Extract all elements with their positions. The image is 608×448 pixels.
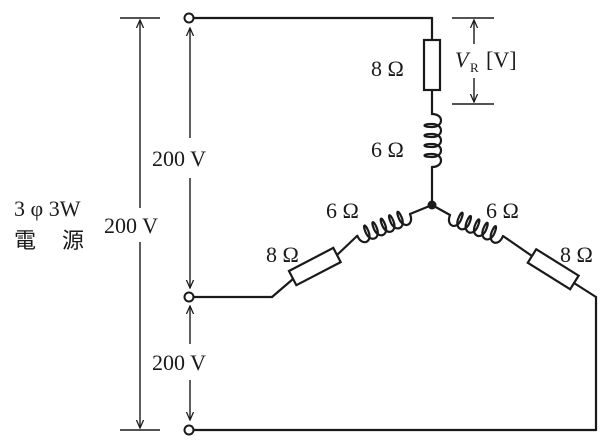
vr-unit: [V] [486,47,517,72]
source-char-gen: 源 [62,228,84,253]
vr-measure-arrow [452,17,494,105]
top-inductor-label: 6 Ω [371,137,404,162]
top-inductor [423,112,443,169]
source-voltage-label: 200 V [104,213,158,238]
lower-voltage-label: 200 V [152,350,206,375]
left-inductor [356,210,413,244]
right-branch [191,203,598,432]
vr-symbol: V [455,47,471,72]
right-inductor [447,211,504,244]
left-resistor-label: 8 Ω [266,242,299,267]
terminal-middle [183,291,195,303]
source-char-den: 電 [14,228,36,253]
terminal-bottom [183,424,195,436]
upper-voltage-label: 200 V [152,146,206,171]
source-voltage-arrow [120,17,160,431]
right-inductor-label: 6 Ω [486,198,519,223]
left-inductor-label: 6 Ω [326,198,359,223]
vr-subscript: R [470,60,479,75]
top-resistor [422,38,442,92]
left-branch [191,203,434,299]
right-resistor-label: 8 Ω [560,242,593,267]
top-resistor-label: 8 Ω [371,56,404,81]
source-type-label: 3 φ 3W [14,196,81,221]
terminal-top [183,12,195,24]
top-branch [191,16,443,207]
